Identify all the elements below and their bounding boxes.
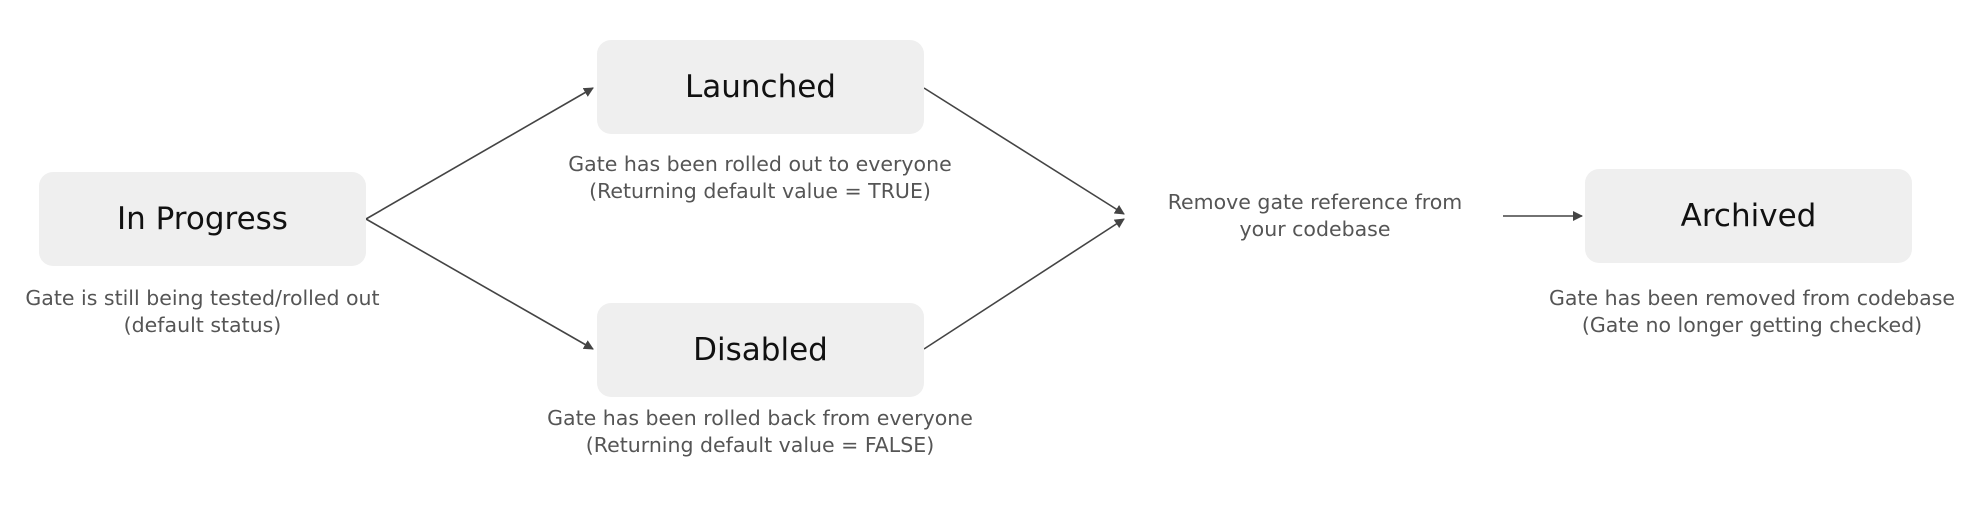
caption-disabled: Gate has been rolled back from everyone … <box>510 405 1010 459</box>
caption-in-progress: Gate is still being tested/rolled out (d… <box>0 285 405 339</box>
edge-disabled-to-remove-step <box>923 218 1125 350</box>
caption-launched: Gate has been rolled out to everyone (Re… <box>510 151 1010 205</box>
node-disabled-label: Disabled <box>693 332 828 368</box>
edge-in-progress-to-disabled <box>365 218 594 350</box>
node-launched-label: Launched <box>684 69 836 105</box>
caption-disabled-line-2: (Returning default value = FALSE) <box>585 433 935 457</box>
node-launched: Launched <box>597 40 924 134</box>
node-in-progress-label: In Progress <box>117 201 288 237</box>
node-archived: Archived <box>1585 169 1912 263</box>
step-remove-line-2: your codebase <box>1239 217 1391 241</box>
caption-disabled-line-1: Gate has been rolled back from everyone <box>547 406 973 430</box>
edge-in-progress-to-launched <box>365 87 594 220</box>
caption-launched-line-2: (Returning default value = TRUE) <box>589 179 931 203</box>
caption-in-progress-line-1: Gate is still being tested/rolled out <box>25 286 380 310</box>
caption-archived-line-1: Gate has been removed from codebase <box>1548 286 1956 310</box>
step-remove-line-1: Remove gate reference from <box>1167 190 1463 214</box>
node-disabled: Disabled <box>597 303 924 397</box>
caption-archived: Gate has been removed from codebase (Gat… <box>1527 285 1977 339</box>
node-in-progress: In Progress <box>39 172 366 266</box>
caption-launched-line-1: Gate has been rolled out to everyone <box>568 152 952 176</box>
node-archived-label: Archived <box>1680 198 1817 234</box>
edge-launched-to-remove-step <box>923 87 1125 215</box>
caption-archived-line-2: (Gate no longer getting checked) <box>1581 313 1923 337</box>
caption-in-progress-line-2: (default status) <box>123 313 282 337</box>
step-remove-gate-reference: Remove gate reference from your codebase <box>1135 189 1495 243</box>
